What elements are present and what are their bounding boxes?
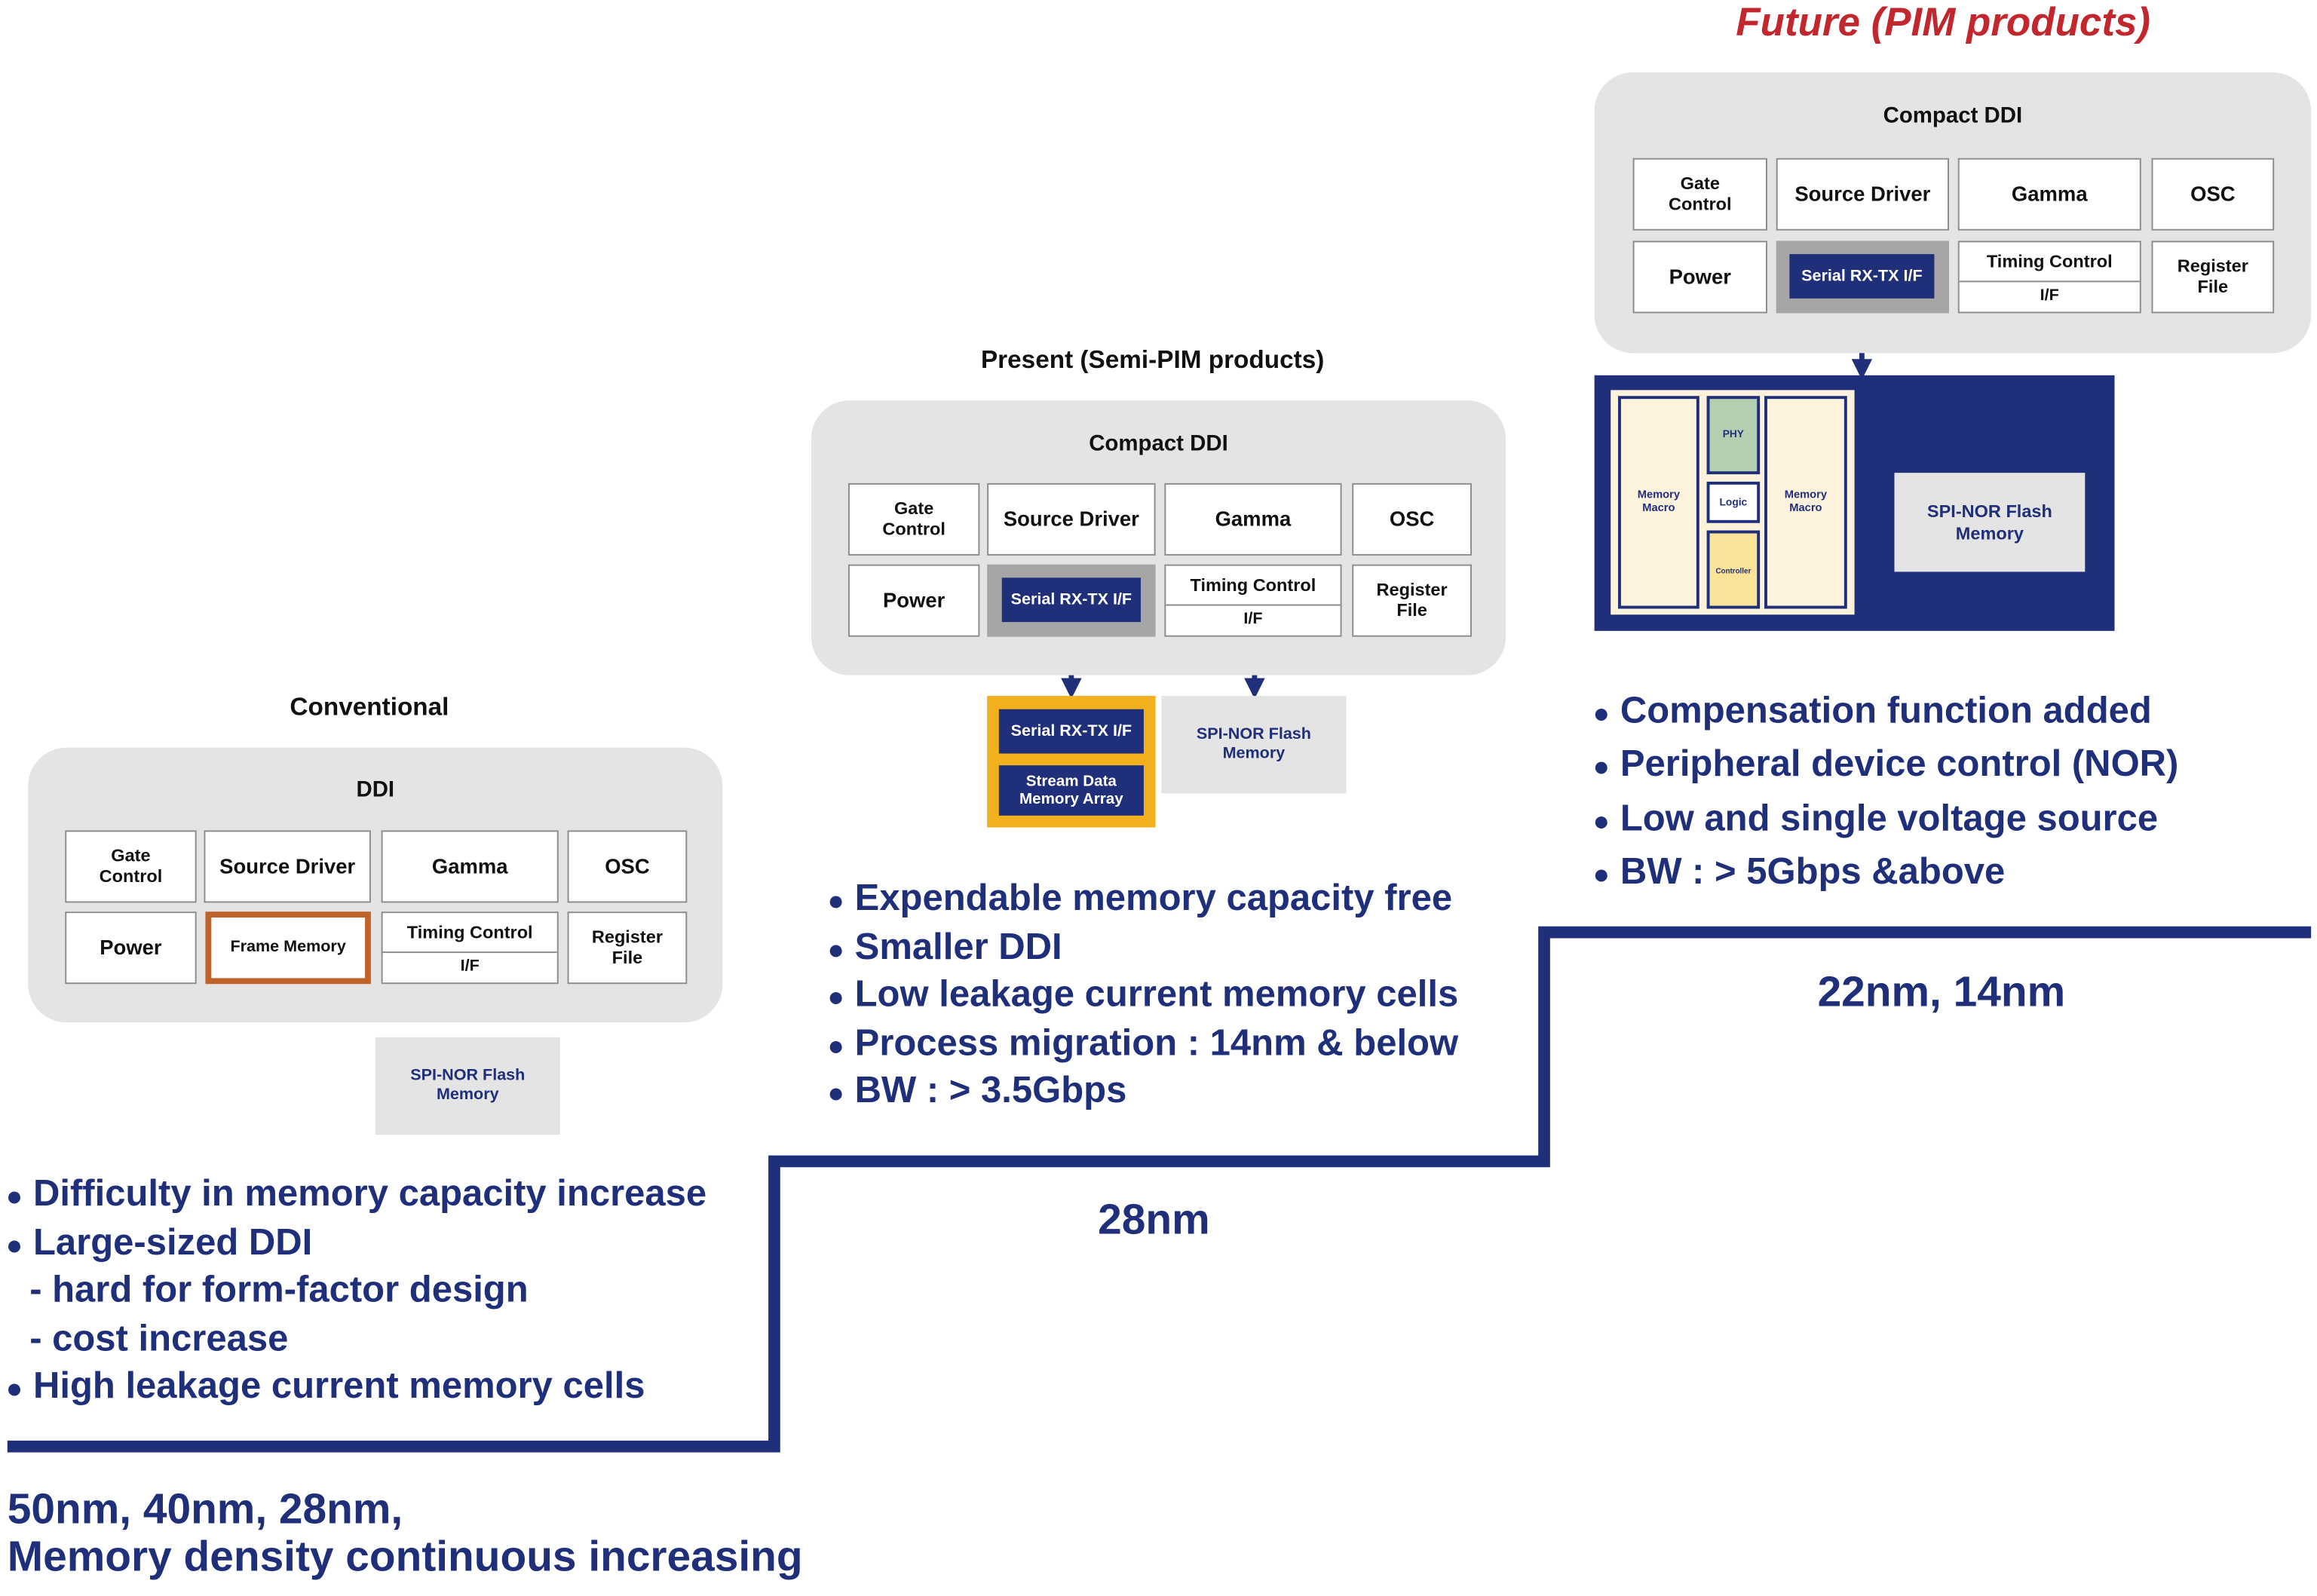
present-timing-control: Timing Control I/F bbox=[1164, 564, 1342, 637]
future-memory-macro-left: Memory Macro bbox=[1618, 396, 1699, 609]
future-logic: Logic bbox=[1706, 481, 1761, 523]
present-bullet-3-text: Low leakage current memory cells bbox=[854, 973, 1459, 1015]
future-bullet-4: ● BW : > 5Gbps &above bbox=[1592, 850, 2006, 893]
conventional-bullet-1-text: Difficulty in memory capacity increase bbox=[32, 1173, 707, 1215]
present-node-label: 28nm bbox=[1098, 1196, 1210, 1245]
conventional-if-label: I/F bbox=[460, 957, 480, 976]
conventional-register-file: Register File bbox=[567, 911, 688, 985]
present-heading: Present (Semi-PIM products) bbox=[980, 345, 1325, 374]
conventional-gamma: Gamma bbox=[381, 830, 559, 903]
future-gate-control: Gate Control bbox=[1632, 158, 1767, 231]
conventional-gate-control: Gate Control bbox=[65, 830, 197, 903]
conventional-heading: Conventional bbox=[290, 693, 449, 721]
present-panel-title: Compact DDI bbox=[1089, 431, 1228, 457]
conventional-power: Power bbox=[65, 911, 197, 985]
future-panel-title: Compact DDI bbox=[1883, 103, 2023, 129]
present-bullet-list: ● Expendable memory capacity free ● Smal… bbox=[827, 878, 1459, 1120]
conventional-bullet-2: ● Large-sized DDI bbox=[5, 1221, 313, 1263]
future-timing-control-label: Timing Control bbox=[1959, 242, 2140, 283]
future-bullet-1: ● Compensation function added bbox=[1592, 690, 2152, 732]
future-if-label: I/F bbox=[2040, 287, 2059, 305]
conventional-bullet-list: ● Difficulty in memory capacity increase… bbox=[5, 1173, 707, 1416]
conventional-source-driver: Source Driver bbox=[204, 830, 371, 903]
conventional-timing-control: Timing Control I/F bbox=[381, 911, 559, 985]
conventional-bullet-4-text: - cost increase bbox=[29, 1317, 289, 1359]
future-memory-macro-right: Memory Macro bbox=[1764, 396, 1847, 609]
present-if-label: I/F bbox=[1243, 611, 1263, 629]
future-bullet-1-text: Compensation function added bbox=[1620, 690, 2152, 732]
conventional-bullet-3-text: - hard for form-factor design bbox=[29, 1269, 529, 1311]
future-osc: OSC bbox=[2151, 158, 2275, 231]
present-bullet-4: ● Process migration : 14nm & below bbox=[827, 1022, 1459, 1064]
future-register-file: Register File bbox=[2151, 240, 2275, 314]
conventional-bullet-2-text: Large-sized DDI bbox=[32, 1221, 313, 1263]
conventional-bullet-5-text: High leakage current memory cells bbox=[32, 1365, 645, 1407]
future-heading: Future (PIM products) bbox=[1736, 0, 2150, 44]
conventional-timing-control-label: Timing Control bbox=[382, 913, 557, 953]
conventional-osc: OSC bbox=[567, 830, 688, 903]
present-bullet-1: ● Expendable memory capacity free bbox=[827, 878, 1453, 920]
present-serial-rx-tx: Serial RX-TX I/F bbox=[1001, 577, 1141, 623]
present-osc: OSC bbox=[1352, 482, 1472, 556]
present-bullet-4-text: Process migration : 14nm & below bbox=[854, 1022, 1459, 1064]
present-stream-data-memory: Stream Data Memory Array bbox=[998, 765, 1144, 816]
present-flash-memory: SPI-NOR Flash Memory bbox=[1161, 696, 1347, 794]
staircase-line bbox=[7, 926, 2312, 1453]
conventional-bullet-5: ● High leakage current memory cells bbox=[5, 1365, 645, 1407]
future-bullet-list: ● Compensation function added ● Peripher… bbox=[1592, 690, 2179, 908]
present-bullet-3: ● Low leakage current memory cells bbox=[827, 973, 1459, 1015]
present-gamma: Gamma bbox=[1164, 482, 1342, 556]
conventional-bullet-3: - hard for form-factor design bbox=[6, 1269, 706, 1320]
conventional-panel-title: DDI bbox=[356, 777, 395, 803]
conventional-bullet-4: - cost increase bbox=[6, 1317, 706, 1368]
future-bullet-3: ● Low and single voltage source bbox=[1592, 797, 2159, 839]
present-external-serial-rx-tx: Serial RX-TX I/F bbox=[998, 709, 1144, 754]
future-bullet-2: ● Peripheral device control (NOR) bbox=[1592, 743, 2179, 786]
future-source-driver: Source Driver bbox=[1776, 158, 1950, 231]
conventional-bullet-1: ● Difficulty in memory capacity increase bbox=[5, 1173, 707, 1215]
future-bullet-3-text: Low and single voltage source bbox=[1620, 797, 2159, 839]
present-bullet-5-text: BW : > 3.5Gbps bbox=[854, 1069, 1127, 1111]
future-bullet-2-text: Peripheral device control (NOR) bbox=[1620, 743, 2179, 786]
present-timing-control-label: Timing Control bbox=[1166, 566, 1341, 606]
present-register-file: Register File bbox=[1352, 564, 1472, 637]
future-timing-control: Timing Control I/F bbox=[1957, 240, 2141, 314]
future-phy: PHY bbox=[1706, 396, 1761, 475]
future-bullet-4-text: BW : > 5Gbps &above bbox=[1620, 850, 2006, 893]
present-bullet-2: ● Smaller DDI bbox=[827, 925, 1062, 967]
present-bullet-1-text: Expendable memory capacity free bbox=[854, 878, 1453, 920]
future-controller: Controller bbox=[1706, 530, 1761, 609]
present-source-driver: Source Driver bbox=[987, 482, 1156, 556]
present-gate-control: Gate Control bbox=[847, 482, 980, 556]
conventional-frame-memory: Frame Memory bbox=[205, 911, 371, 985]
present-bullet-2-text: Smaller DDI bbox=[854, 925, 1062, 967]
future-gamma: Gamma bbox=[1957, 158, 2141, 231]
future-node-label: 22nm, 14nm bbox=[1817, 969, 2066, 1017]
future-power: Power bbox=[1632, 240, 1767, 314]
conventional-flash-memory: SPI-NOR Flash Memory bbox=[375, 1037, 560, 1135]
future-serial-rx-tx: Serial RX-TX I/F bbox=[1789, 254, 1935, 299]
present-power: Power bbox=[847, 564, 980, 637]
future-flash-memory: SPI-NOR Flash Memory bbox=[1894, 473, 2086, 572]
present-bullet-5: ● BW : > 3.5Gbps bbox=[827, 1069, 1127, 1111]
conventional-node-label: 50nm, 40nm, 28nm, Memory density continu… bbox=[7, 1486, 803, 1582]
